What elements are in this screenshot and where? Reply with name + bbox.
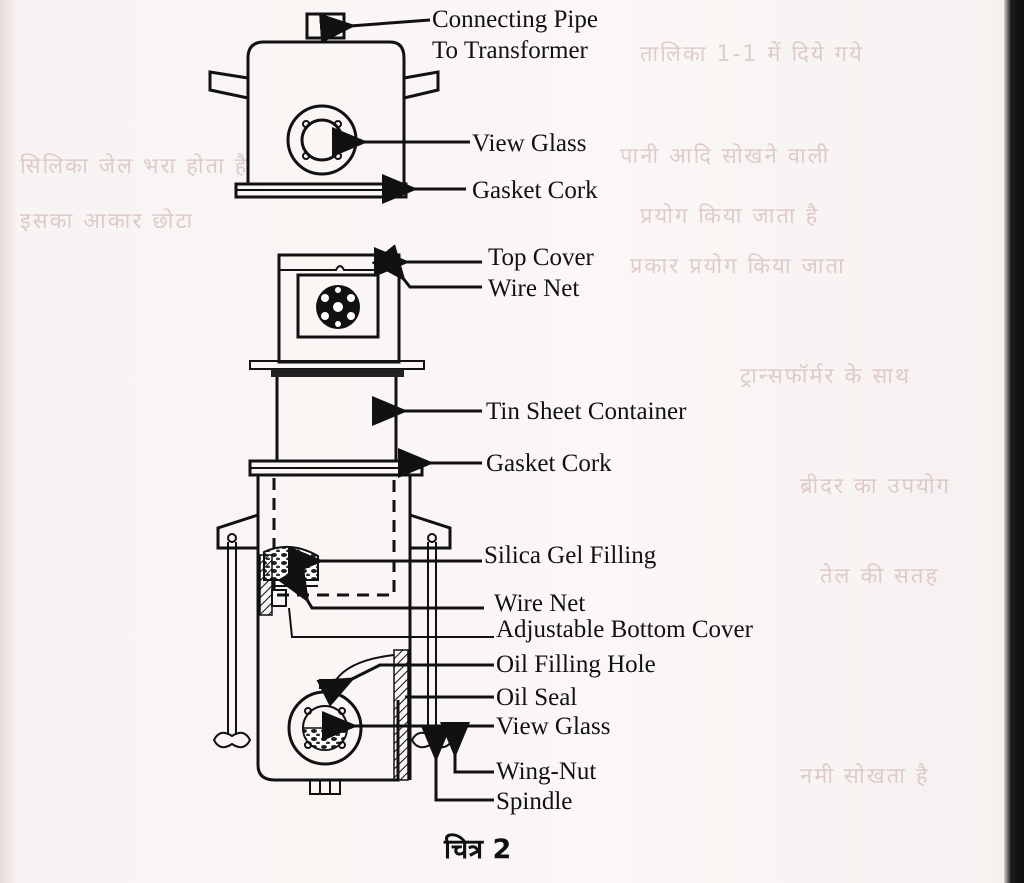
- label-to-transformer: To Transformer: [432, 37, 589, 64]
- label-tin-sheet-container: Tin Sheet Container: [486, 398, 687, 425]
- background-text: नमी सोखता है: [800, 764, 930, 789]
- wing-nut-left: [212, 731, 252, 749]
- background-text: ट्रान्सफॉर्मर के साथ: [740, 364, 912, 389]
- left-lug: [208, 70, 249, 100]
- connecting-pipe: [305, 12, 346, 40]
- view-glass-top: [286, 104, 358, 176]
- label-oil-seal: Oil Seal: [496, 684, 577, 711]
- label-adjustable-bottom-cover: Adjustable Bottom Cover: [496, 616, 754, 643]
- label-silica-gel-filling: Silica Gel Filling: [484, 542, 657, 569]
- right-lug: [403, 70, 440, 100]
- label-wire-net-bottom: Wire Net: [494, 590, 585, 617]
- label-oil-filling-hole: Oil Filling Hole: [496, 651, 656, 678]
- background-text: प्रयोग किया जाता है: [640, 204, 820, 229]
- oil-seal: [393, 649, 409, 781]
- container: [248, 253, 425, 477]
- background-text: सिलिका जेल भरा होता है: [20, 154, 249, 179]
- label-gasket-cork-mid: Gasket Cork: [486, 450, 612, 477]
- label-spindle: Spindle: [496, 788, 572, 815]
- label-plate: [296, 273, 380, 339]
- background-text: प्रकार प्रयोग किया जाता: [630, 254, 846, 279]
- oil-filling-hole: [319, 679, 341, 689]
- figure-caption: चित्र 2: [443, 833, 511, 865]
- oil-cup-body: [256, 475, 412, 782]
- drain-plug: [309, 779, 341, 795]
- background-text: तालिका 1-1 में दिये गये: [640, 42, 864, 67]
- label-view-glass-top: View Glass: [472, 130, 586, 157]
- wing-nut-right: [410, 731, 454, 749]
- wire-net-top: [279, 265, 399, 271]
- view-glass-bottom: [287, 690, 363, 766]
- label-connecting-pipe: Connecting Pipe: [432, 6, 598, 33]
- top-housing: [208, 12, 440, 199]
- gasket-strip: [271, 369, 404, 377]
- page-edge-shadow: [1004, 0, 1024, 883]
- right-bracket: [409, 513, 452, 550]
- background-text: पानी आदि सोखने वाली: [620, 144, 831, 169]
- label-top-cover: Top Cover: [488, 244, 595, 271]
- background-text: ब्रीदर का उपयोग: [800, 474, 951, 499]
- housing-body: [246, 40, 406, 185]
- perforated-disc: [316, 285, 360, 329]
- label-view-glass-bottom: View Glass: [496, 713, 610, 740]
- label-gasket-cork-top: Gasket Cork: [472, 177, 598, 204]
- seal-left: [259, 554, 273, 616]
- label-wing-nut: Wing-Nut: [496, 758, 596, 785]
- adjustable-bottom-cover: [271, 589, 287, 607]
- oil-cup: [212, 475, 454, 795]
- left-bracket: [216, 513, 259, 550]
- background-text: इसका आकार छोटा: [20, 209, 195, 234]
- background-text: तेल की सतह: [820, 564, 940, 589]
- label-wire-net-top: Wire Net: [488, 275, 579, 302]
- leader-lines: [277, 13, 494, 802]
